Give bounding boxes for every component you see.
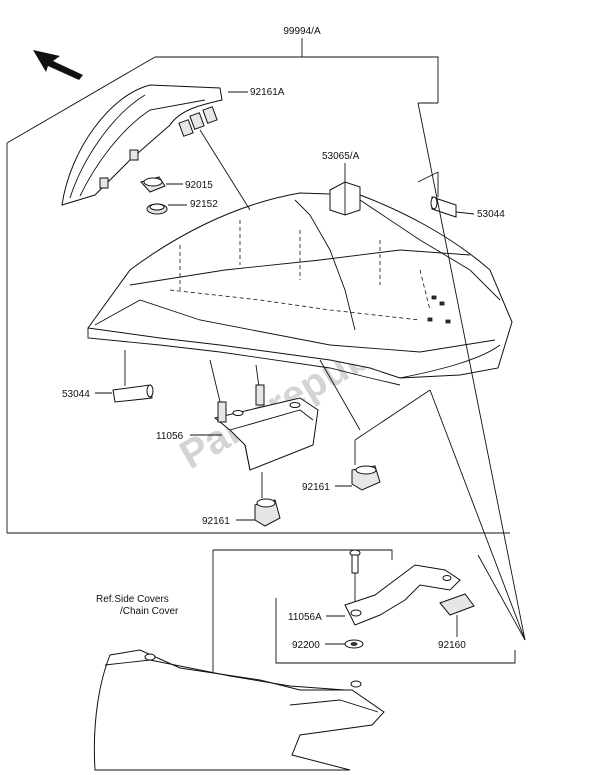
clip-53044-top bbox=[417, 171, 475, 218]
assembly-frame bbox=[6, 38, 510, 534]
label-92161-bottom: 92161 bbox=[202, 516, 230, 527]
bracket-53065A bbox=[329, 163, 361, 216]
label-92160: 92160 bbox=[438, 640, 466, 651]
pad-92160 bbox=[439, 593, 475, 637]
side-cover-reference bbox=[93, 649, 385, 771]
grommet-92161-right bbox=[335, 465, 381, 491]
reference-line-1: Ref.Side Covers bbox=[96, 594, 169, 605]
label-11056: 11056 bbox=[156, 431, 184, 442]
lower-frame bbox=[212, 549, 516, 664]
grommet-92161-bottom bbox=[236, 472, 281, 527]
bolt-icon bbox=[349, 549, 361, 605]
reference-line-2: /Chain Cover bbox=[120, 606, 179, 617]
label-92161-right: 92161 bbox=[302, 482, 330, 493]
seat-cover-assembly bbox=[61, 84, 223, 206]
bracket-11056 bbox=[190, 384, 319, 471]
label-92152: 92152 bbox=[190, 199, 218, 210]
grommet-92152 bbox=[146, 203, 187, 215]
label-53044-top: 53044 bbox=[477, 209, 505, 220]
label-92200: 92200 bbox=[292, 640, 320, 651]
label-53065A: 53065/A bbox=[322, 151, 360, 162]
label-92015: 92015 bbox=[185, 180, 213, 191]
grommet-92015 bbox=[140, 176, 183, 193]
label-92161A: 92161A bbox=[250, 87, 285, 98]
clip-53044-left bbox=[95, 350, 154, 403]
label-99994A: 99994/A bbox=[283, 26, 321, 37]
label-11056A: 11056A bbox=[288, 612, 322, 623]
label-53044-left: 53044 bbox=[62, 389, 90, 400]
front-direction-arrow-icon bbox=[33, 50, 83, 80]
seat-cowl-body bbox=[87, 192, 513, 386]
washer-92200 bbox=[325, 639, 364, 649]
bracket-11056A bbox=[326, 564, 461, 626]
